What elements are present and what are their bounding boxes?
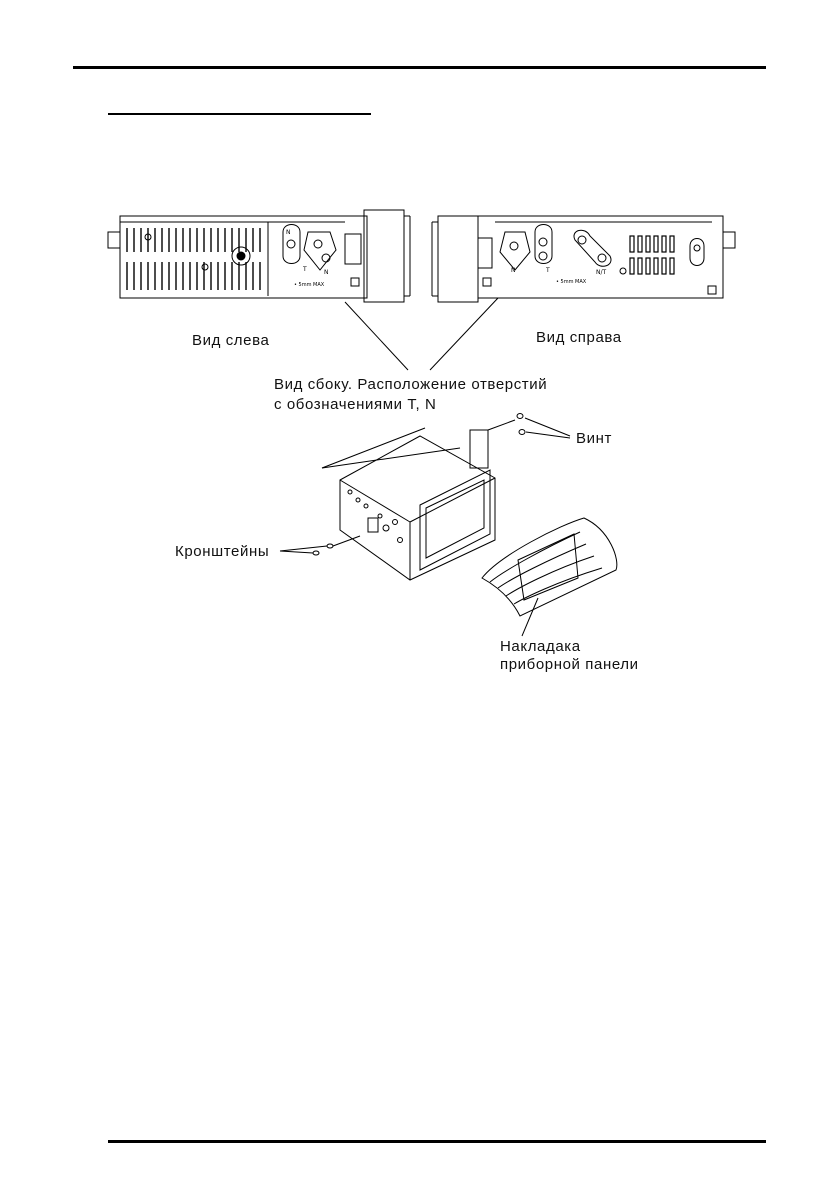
- trim-panel-drawing: [481, 517, 618, 637]
- left-side-view-drawing: [107, 209, 411, 303]
- right-view-label: Вид справа: [536, 329, 622, 346]
- heading-underline: [108, 113, 371, 115]
- left-hole-n-mark: N: [286, 229, 291, 236]
- brackets-label: Кронштейны: [175, 543, 270, 560]
- side-view-caption-line1: Вид сбоку. Расположение отверстий: [274, 376, 548, 393]
- left-screw-note: • 5mm MAX: [294, 282, 325, 288]
- side-view-caption-line2: с обозначениями T, N: [274, 396, 437, 413]
- left-hole-n2-mark: N: [324, 269, 329, 276]
- right-hole-n-mark: N: [511, 267, 516, 274]
- bottom-rule: [108, 1140, 766, 1143]
- right-screw-note: • 5mm MAX: [556, 279, 587, 285]
- right-hole-nt-mark: N/T: [596, 269, 607, 276]
- right-hole-t-mark: T: [545, 267, 550, 274]
- top-rule: [73, 66, 766, 69]
- isometric-unit-drawing: [279, 413, 571, 581]
- trim-label-line2: приборной панели: [500, 656, 639, 673]
- right-side-view-drawing: [431, 215, 736, 303]
- left-view-label: Вид слева: [192, 332, 270, 349]
- left-hole-t-mark: T: [302, 266, 307, 273]
- screw-label: Винт: [576, 430, 612, 447]
- trim-label-line1: Накладака: [500, 638, 581, 655]
